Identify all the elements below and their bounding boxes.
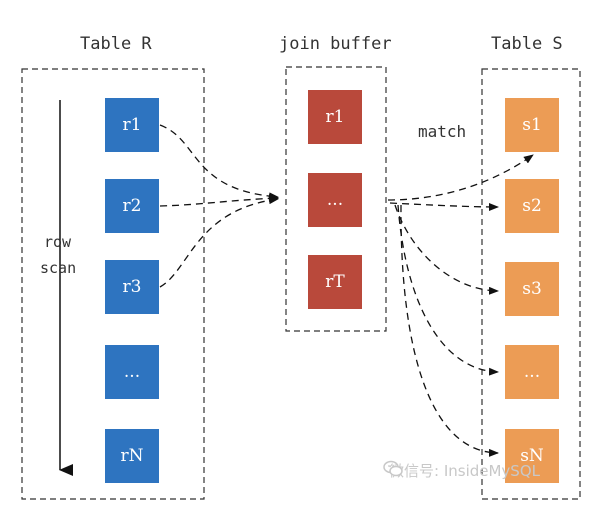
arrow-r1-to-buffer: [159, 124, 279, 201]
table-s-cell: s2: [505, 179, 559, 233]
table-r-cell: ...: [105, 345, 159, 399]
watermark-text: 微信号: InsideMySQL: [389, 462, 540, 480]
table-s-cell: ...: [505, 345, 559, 399]
table-r-title: Table R: [80, 34, 152, 54]
join-buffer-cell: r1: [308, 90, 362, 144]
arrow-r3-to-buffer: [159, 196, 279, 288]
arrow-buffer-to-s2: [389, 202, 499, 211]
table-r-cell: rN: [105, 429, 159, 483]
arrow-buffer-to-sn: [400, 204, 499, 457]
watermark: 微信号: InsideMySQL: [383, 460, 540, 481]
table-s-title: Table S: [491, 34, 563, 54]
table-s-cell: s1: [505, 98, 559, 152]
table-r-frame: [21, 68, 205, 500]
table-r-cell: r1: [105, 98, 159, 152]
table-s-cell: s3: [505, 262, 559, 316]
arrow-buffer-to-s-ellipsis: [397, 204, 499, 376]
join-buffer-cell: rT: [308, 255, 362, 309]
join-buffer-frame: [285, 66, 387, 332]
arrow-buffer-to-s1: [387, 154, 534, 201]
table-r-cell: r3: [105, 260, 159, 314]
table-r-cell: r2: [105, 179, 159, 233]
table-s-cell: sN: [505, 429, 559, 483]
arrow-r2-to-buffer: [159, 194, 279, 207]
table-s-frame: [481, 68, 581, 500]
join-buffer-title: join buffer: [279, 34, 392, 54]
row-scan-label-scan: scan: [40, 259, 77, 277]
join-buffer-cell: ...: [308, 173, 362, 227]
match-label: match: [418, 122, 467, 141]
row-scan-label-row: row: [44, 233, 72, 251]
